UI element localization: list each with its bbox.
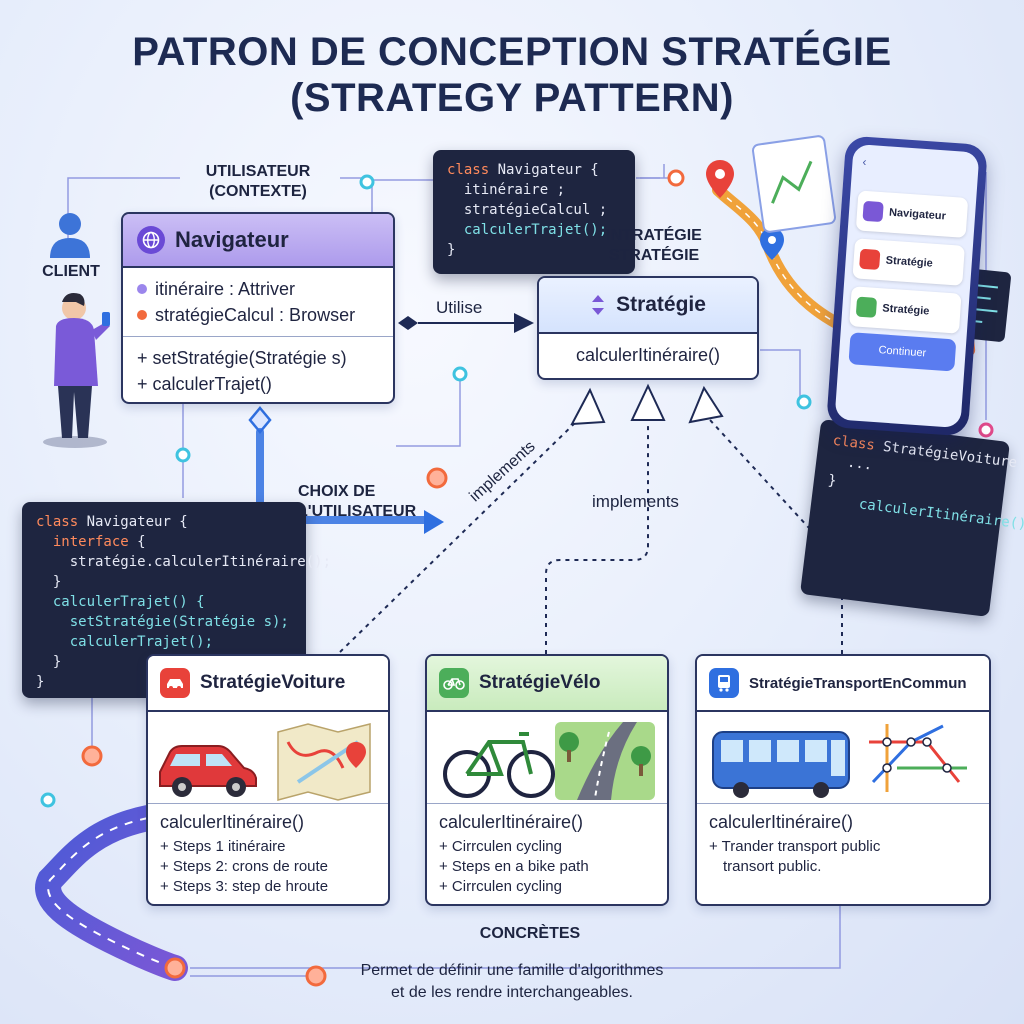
red-car-icon (159, 745, 257, 797)
transport-method: calculerItinéraire() (709, 812, 854, 832)
transport-step: transort public. (723, 858, 822, 875)
footer-line-2: et de les rendre interchangeables. (391, 984, 633, 1001)
velo-header: StratégieVélo (427, 656, 667, 712)
navigateur-methods: + setStratégie(Stratégie s) + calculerTr… (123, 337, 393, 402)
voiture-step: + Steps 1 itinéraire (160, 838, 286, 855)
velo-class-name: StratégieVélo (479, 672, 601, 693)
phone-item-navigateur[interactable]: Navigateur (855, 190, 969, 238)
phone-item-label: Stratégie (881, 302, 930, 318)
strategie-interface-box[interactable]: Stratégie calculerItinéraire() (537, 276, 759, 380)
swap-arrows-icon (592, 295, 605, 315)
voiture-step: + Steps 3: step de hroute (160, 878, 329, 895)
velo-illustration (427, 712, 667, 804)
green-bicycle-icon (443, 732, 555, 798)
velo-step: + Steps en a bike path (439, 858, 589, 875)
car-icon (859, 248, 881, 271)
attribute-dot-icon (137, 310, 147, 320)
code-panel-strategie-voiture: class StratégieVoiture { ... } calculerI… (799, 419, 1024, 617)
transit-map-icon (869, 724, 967, 792)
attribute-itineraire: itinéraire : Attriver (155, 279, 296, 299)
navigateur-attributes: itinéraire : Attriver stratégieCalcul : … (123, 268, 393, 337)
client-label: CLIENT (42, 263, 100, 280)
implements-label-center: implements (592, 492, 679, 511)
navigateur-class-name: Navigateur (175, 227, 289, 252)
method-set-strategie: + setStratégie(Stratégie s) (137, 348, 347, 368)
phone-mockup: ‹ Navigateur Stratégie Stratégie Continu… (825, 135, 989, 437)
voiture-method: calculerItinéraire() (160, 812, 305, 832)
voiture-class-name: StratégieVoiture (200, 672, 346, 693)
phone-item-strategie-car[interactable]: Stratégie (852, 238, 965, 286)
velo-step: + Cirrculen cycling (439, 878, 562, 895)
intrategie-label: INTRATÉGIE STRATÉGIE (606, 227, 702, 264)
transport-header: StratégieTransportEnCommun (697, 656, 989, 712)
car-icon (160, 668, 190, 698)
attribute-dot-icon (137, 284, 147, 294)
attribute-strategie-calcul: stratégieCalcul : Browser (155, 305, 356, 325)
globe-icon (862, 200, 884, 223)
client-person-icon (43, 213, 110, 448)
map-icon (277, 723, 371, 801)
bus-icon (709, 668, 739, 698)
navigateur-header: Navigateur (123, 214, 393, 268)
velo-step: + Cirrculen cycling (439, 838, 562, 855)
strategie-interface-name: Stratégie (616, 293, 706, 316)
strategie-transport-box[interactable]: StratégieTransportEnCommun calculerI (695, 654, 991, 906)
glow-nodes (40, 169, 994, 987)
page-title: PATRON DE CONCEPTION STRATÉGIE (132, 30, 892, 74)
transport-step: + Trander transport public (709, 838, 881, 855)
context-label: UTILISATEUR (CONTEXTE) (205, 163, 311, 200)
strategie-velo-box[interactable]: StratégieVélo calculerItinéraire() + Cir… (425, 654, 669, 906)
code-panel-navigateur: class Navigateur { itinéraire ; stratégi… (433, 150, 635, 274)
strategie-voiture-box[interactable]: StratégieVoiture calculerItinéraire() + … (146, 654, 390, 906)
strategie-header: Stratégie (539, 278, 757, 334)
footer-line-1: Permet de définir une famille d'algorith… (360, 962, 664, 979)
method-calculer-trajet: + calculerTrajet() (137, 374, 272, 394)
phone-screen: ‹ Navigateur Stratégie Stratégie Continu… (834, 143, 980, 429)
blue-bus-icon (712, 731, 850, 798)
phone-item-label: Navigateur (888, 206, 947, 223)
voiture-header: StratégieVoiture (148, 656, 388, 712)
voiture-step: + Steps 2: crons de route (160, 858, 329, 875)
globe-icon (137, 226, 165, 254)
bike-icon (439, 668, 469, 698)
transport-class-name: StratégieTransportEnCommun (749, 674, 967, 692)
bike-icon (855, 296, 878, 318)
phone-continue-button[interactable]: Continuer (848, 332, 957, 372)
back-chevron-icon: ‹ (862, 154, 868, 169)
choix-utilisateur-label: CHOIX DE L'UTILISATEUR (298, 483, 417, 520)
strategie-method: calculerItinéraire() (575, 345, 721, 365)
navigateur-class-box[interactable]: Navigateur itinéraire : Attriver stratég… (121, 212, 395, 404)
phone-item-label: Stratégie (885, 254, 934, 270)
phone-item-strategie-bike[interactable]: Stratégie (849, 286, 962, 334)
transport-illustration (697, 712, 989, 804)
concretes-label: CONCRÈTES (479, 925, 581, 942)
page-subtitle: (STRATEGY PATTERN) (290, 76, 734, 120)
bike-path-icon (555, 722, 655, 800)
velo-method: calculerItinéraire() (439, 812, 584, 832)
voiture-illustration (148, 712, 388, 804)
implements-arrowhead (570, 387, 606, 426)
utilise-label: Utilise (436, 298, 483, 317)
